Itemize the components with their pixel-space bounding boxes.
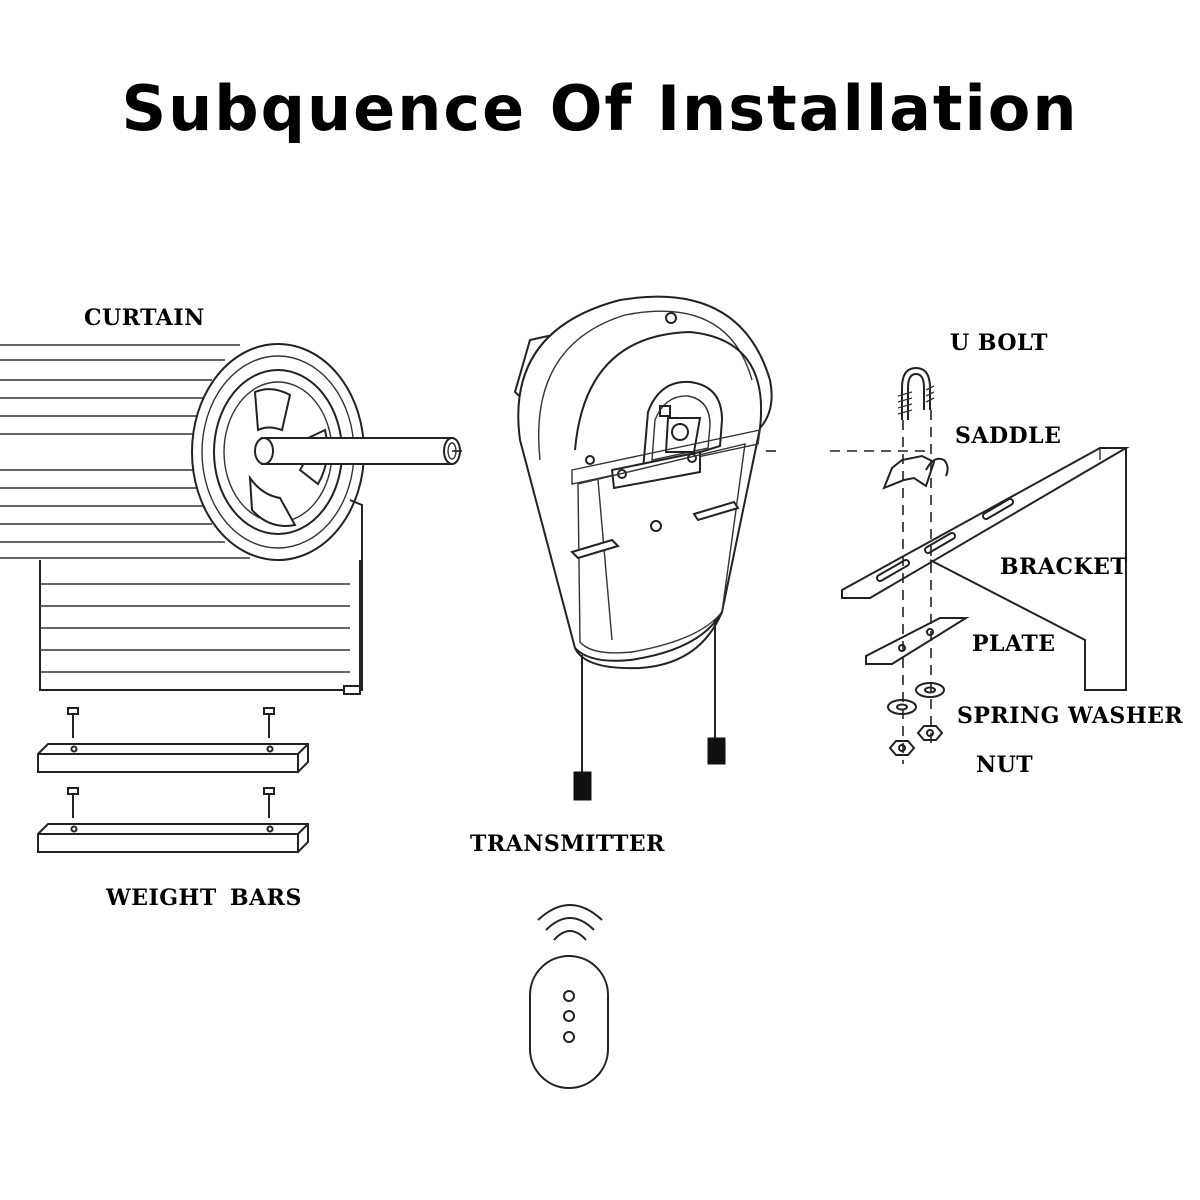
weight-bars	[37, 707, 309, 853]
label-transmitter: TRANSMITTER	[470, 831, 665, 857]
remote-control-icon	[529, 955, 609, 1089]
bracket-assembly	[841, 366, 1130, 764]
label-bars: BARS	[230, 885, 302, 911]
page-title: Subquence Of Installation	[121, 72, 1079, 145]
label-nut: NUT	[976, 752, 1034, 778]
label-weight: WEIGHT	[106, 885, 217, 911]
label-u-bolt: U BOLT	[950, 330, 1049, 356]
label-spring-washer: SPRING WASHER	[957, 703, 1184, 729]
motor-unit	[513, 295, 930, 801]
wifi-signal-icon	[537, 904, 603, 941]
label-curtain: CURTAIN	[84, 305, 205, 331]
curtain-roll	[0, 343, 466, 561]
label-plate: PLATE	[972, 631, 1056, 657]
label-saddle: SADDLE	[955, 423, 1062, 449]
curtain-panel	[39, 499, 363, 695]
label-bracket: BRACKET	[1000, 554, 1128, 580]
